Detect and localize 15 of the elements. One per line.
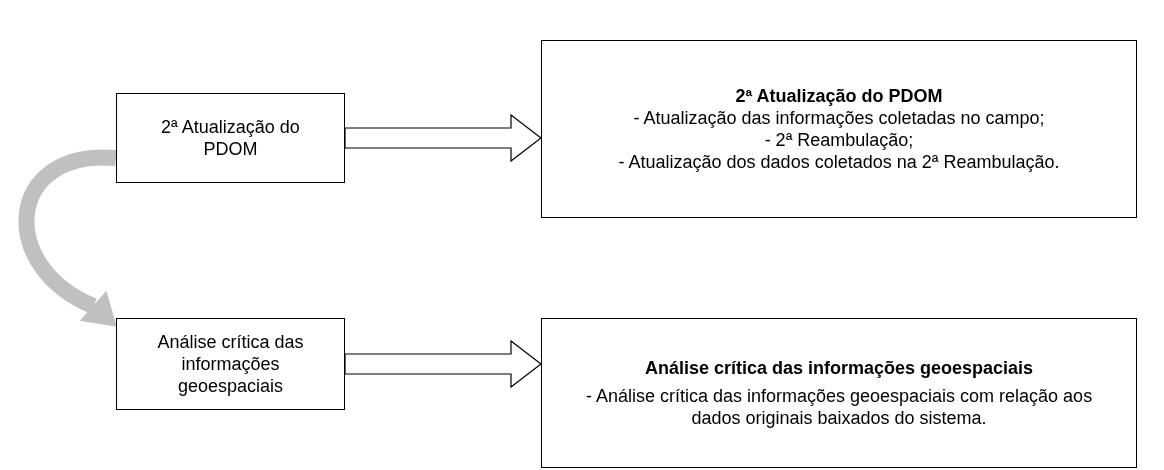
detail-box (541, 40, 1137, 218)
list-item: - Atualização das informações coletadas no campo; (633, 107, 1045, 129)
list-item: - 2ª Reambulação; (764, 129, 914, 151)
process-box (116, 93, 345, 183)
list-item: - Atualização dos dados coletados na 2ª Reambulação. (618, 151, 1060, 173)
box-text: 2ª Atualização do PDOM (160, 116, 301, 160)
list-item: - Análise crítica das informações geoespaciais com relação aos dados originais baixados do sistema. (584, 385, 1094, 429)
block-arrow (344, 339, 542, 389)
box-text: Análise crítica das informações geoespaciais (157, 331, 304, 397)
process-box (116, 318, 345, 410)
box-heading: Análise crítica das informações geoespaciais (644, 357, 1034, 379)
box-heading: 2ª Atualização do PDOM (735, 85, 943, 107)
detail-box (541, 318, 1137, 468)
block-arrow (18, 150, 117, 327)
block-arrow (344, 113, 542, 163)
